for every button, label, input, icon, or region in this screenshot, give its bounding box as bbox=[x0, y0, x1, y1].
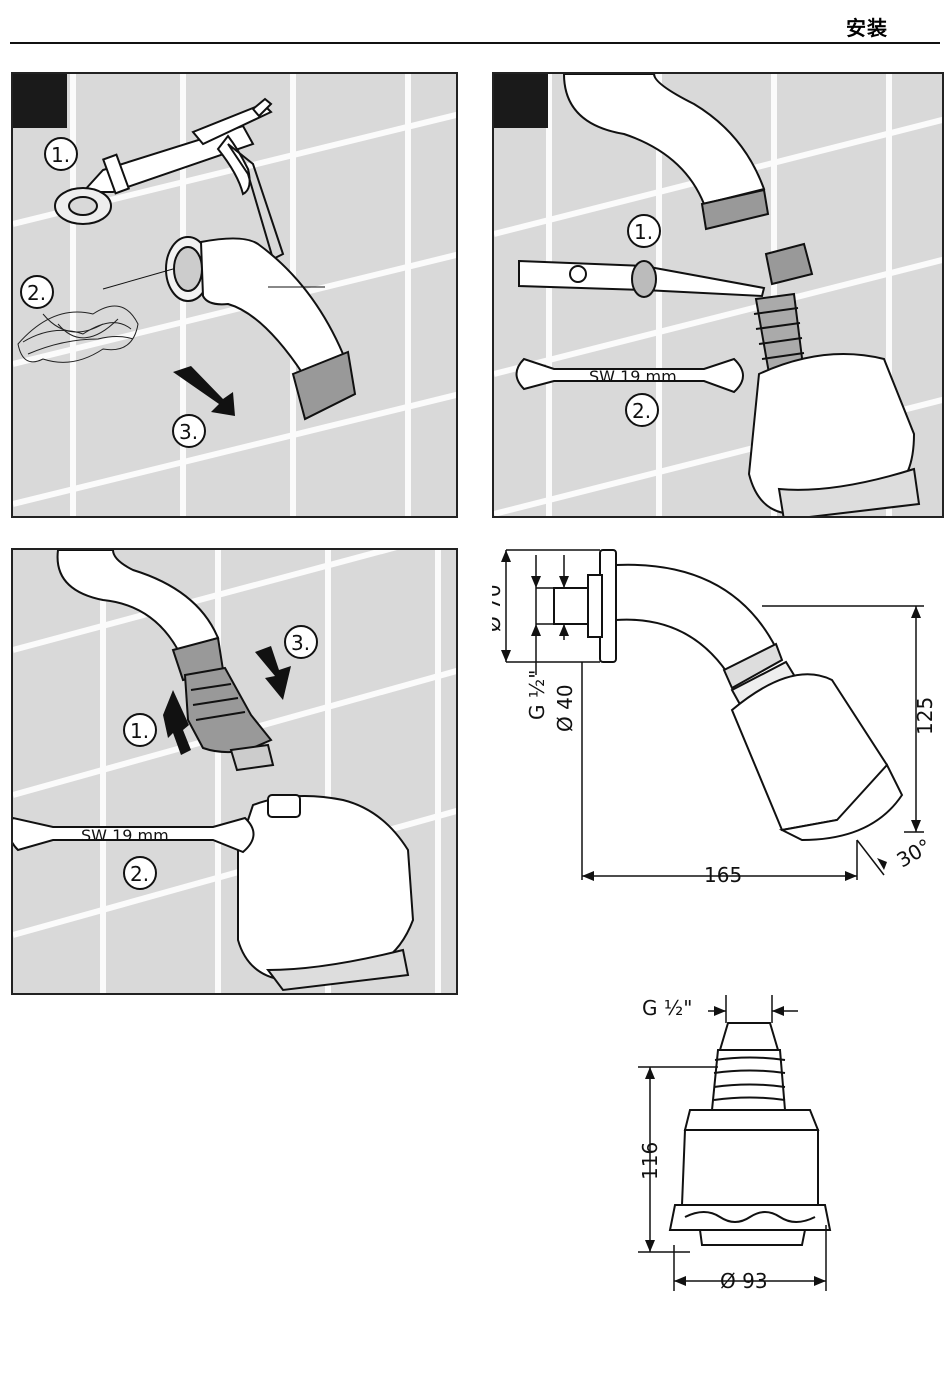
step-panel-tighten-head: SW 19 mm 1. 2. 3. bbox=[11, 548, 458, 995]
step-label: 3. bbox=[291, 631, 310, 655]
step-label: 3. bbox=[179, 420, 198, 444]
dimension-angle: 30° bbox=[893, 834, 936, 873]
panel2-illustration: SW 19 mm 1. 2. bbox=[494, 74, 944, 518]
step-label: 1. bbox=[51, 143, 70, 167]
step-marker-2: 2. bbox=[124, 857, 156, 889]
step-label: 2. bbox=[632, 399, 651, 423]
panel1-illustration: 1. 2. 3. bbox=[13, 74, 458, 518]
wrench-size-label: SW 19 mm bbox=[589, 367, 677, 386]
step-number-badge bbox=[494, 74, 548, 128]
front-dimension-drawing: G ½" 116 Ø 93 bbox=[630, 995, 840, 1300]
dimension-inner-diameter: Ø 40 bbox=[553, 684, 577, 732]
step-panel-attach-nut: SW 19 mm 1. 2. bbox=[492, 72, 944, 518]
step-marker-1: 1. bbox=[45, 138, 77, 170]
step-panel-sealing: 1. 2. 3. bbox=[11, 72, 458, 518]
dimension-height: 116 bbox=[638, 1142, 662, 1180]
step-marker-3: 3. bbox=[173, 415, 205, 447]
dimension-height: 125 bbox=[913, 697, 937, 735]
panel3-illustration: SW 19 mm 1. 2. 3. bbox=[13, 550, 458, 995]
dimension-thread: G ½" bbox=[642, 996, 692, 1020]
step-marker-3: 3. bbox=[285, 626, 317, 658]
dimension-projection: 165 bbox=[704, 863, 742, 887]
wrench-size-label: SW 19 mm bbox=[81, 826, 169, 845]
dimension-flange-diameter: Ø 70 bbox=[492, 584, 505, 632]
step-marker-2: 2. bbox=[626, 394, 658, 426]
step-label: 2. bbox=[130, 862, 149, 886]
step-label: 1. bbox=[634, 220, 653, 244]
step-marker-2: 2. bbox=[21, 276, 53, 308]
dimension-head-diameter: Ø 93 bbox=[720, 1269, 768, 1293]
dimension-thread: G ½" bbox=[525, 670, 549, 720]
step-label: 2. bbox=[27, 281, 46, 305]
step-number-badge bbox=[13, 74, 67, 128]
side-dimension-drawing: Ø 70 G ½" Ø 40 125 165 30° bbox=[492, 540, 950, 900]
step-label: 1. bbox=[130, 719, 149, 743]
step-marker-1: 1. bbox=[628, 215, 660, 247]
header-divider bbox=[10, 42, 940, 44]
step-marker-1: 1. bbox=[124, 714, 156, 746]
page-title: 安装 bbox=[846, 12, 888, 41]
